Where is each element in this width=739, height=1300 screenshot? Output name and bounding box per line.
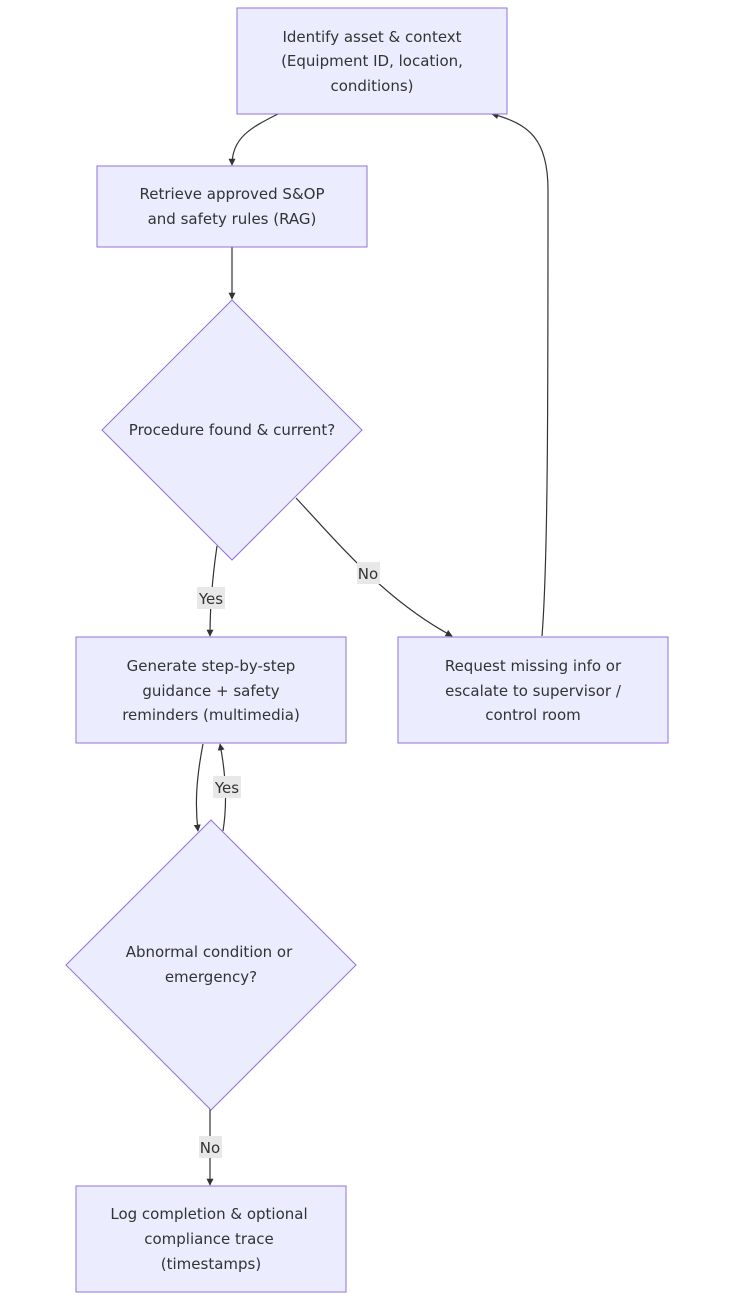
edge-label-procedure-yes: Yes [197, 587, 225, 609]
node-request-line-1: Request missing info or [445, 657, 622, 675]
node-identify-line-1: Identify asset & context [282, 28, 461, 46]
node-retrieve-line-1: Retrieve approved S&OP [139, 185, 324, 203]
node-retrieve-line-2: and safety rules (RAG) [148, 210, 317, 228]
node-log-line-2: compliance trace [144, 1230, 274, 1248]
node-identify-line-2: (Equipment ID, location, [281, 52, 463, 70]
edge-label-abnormal-no: No [199, 1136, 222, 1158]
edge-label-abnormal-yes: Yes [213, 776, 241, 798]
node-generate-line-3: reminders (multimedia) [122, 706, 300, 724]
node-request-line-3: control room [485, 706, 581, 724]
edge-label-procedure-no: No [357, 562, 380, 584]
node-identify: Identify asset & context (Equipment ID, … [236, 7, 508, 115]
edge-label-procedure-no-text: No [358, 565, 378, 583]
node-log-line-3: (timestamps) [161, 1255, 261, 1273]
node-procedure-decision-line-1: Procedure found & current? [129, 421, 335, 439]
edge-label-abnormal-yes-text: Yes [214, 779, 239, 797]
node-request: Request missing info or escalate to supe… [397, 636, 669, 744]
edge-generate-to-abnormal-decision [193, 743, 204, 832]
node-log-line-1: Log completion & optional [110, 1205, 307, 1223]
edge-label-abnormal-no-text: No [200, 1139, 220, 1157]
node-generate-line-1: Generate step-by-step [127, 657, 296, 675]
node-abnormal-decision-line-1: Abnormal condition or [126, 943, 293, 961]
node-log: Log completion & optional compliance tra… [75, 1185, 347, 1293]
node-procedure-decision: Procedure found & current? [101, 299, 363, 561]
edge-identify-to-retrieve [228, 113, 279, 166]
node-request-line-2: escalate to supervisor / [445, 682, 622, 700]
node-generate: Generate step-by-step guidance + safety … [75, 636, 347, 744]
node-retrieve: Retrieve approved S&OP and safety rules … [96, 165, 368, 248]
edge-request-to-identify [491, 112, 549, 637]
node-abnormal-decision: Abnormal condition or emergency? [65, 819, 357, 1111]
edges [193, 112, 549, 1186]
edge-label-procedure-yes-text: Yes [198, 590, 223, 608]
node-abnormal-decision-line-2: emergency? [165, 968, 257, 986]
node-identify-line-3: conditions) [330, 77, 413, 95]
node-generate-line-2: guidance + safety [142, 682, 279, 700]
